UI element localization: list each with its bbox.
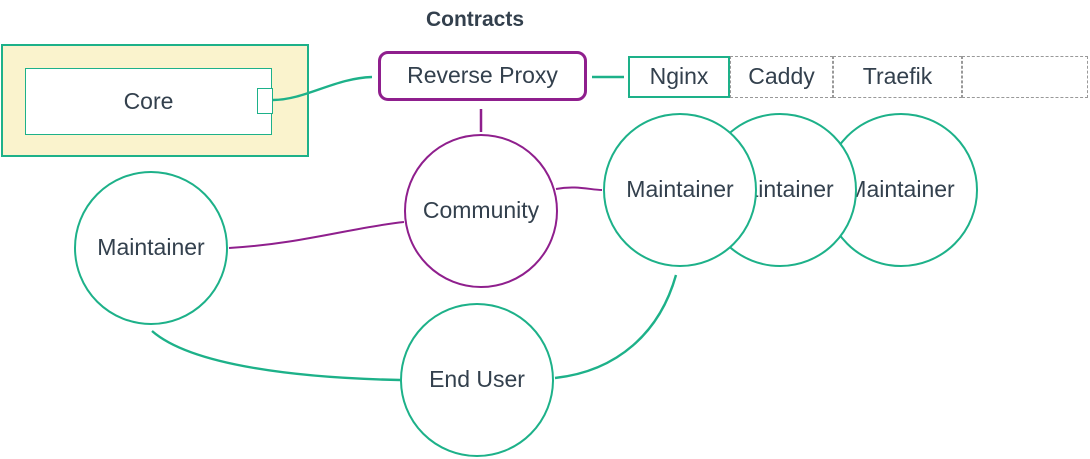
end-user-label: End User <box>429 366 525 393</box>
edge-community-to-maintainer-right <box>555 186 603 191</box>
caddy-label: Caddy <box>748 63 815 90</box>
core-label: Core <box>123 87 174 114</box>
proxy-cell-empty <box>962 56 1088 98</box>
community-label: Community <box>422 197 540 224</box>
maintainer-right-3-label: Maintainer <box>847 176 955 203</box>
traefik-label: Traefik <box>862 63 933 90</box>
nginx-label: Nginx <box>649 63 709 90</box>
core-port <box>257 88 273 114</box>
maintainer-left-node: Maintainer <box>74 171 228 325</box>
reverse-proxy-node: Reverse Proxy <box>378 51 587 101</box>
edge-end-user-to-maintainer-right <box>554 274 678 380</box>
community-node: Community <box>404 134 558 288</box>
proxy-cell-nginx: Nginx <box>628 56 730 98</box>
proxy-cell-traefik: Traefik <box>833 56 962 98</box>
edge-core-to-reverse-proxy <box>272 75 373 102</box>
edge-community-to-maintainer-left <box>228 221 405 249</box>
edge-end-user-to-maintainer-left <box>151 330 401 382</box>
maintainer-left-label: Maintainer <box>97 234 205 261</box>
end-user-node: End User <box>400 303 554 457</box>
maintainer-right-1-node: Maintainer <box>603 113 757 267</box>
proxy-cell-caddy: Caddy <box>730 56 833 98</box>
reverse-proxy-label: Reverse Proxy <box>407 62 558 89</box>
diagram-title: Contracts <box>425 8 525 31</box>
maintainer-right-1-label: Maintainer <box>626 176 734 203</box>
core-node: Core <box>25 68 272 135</box>
